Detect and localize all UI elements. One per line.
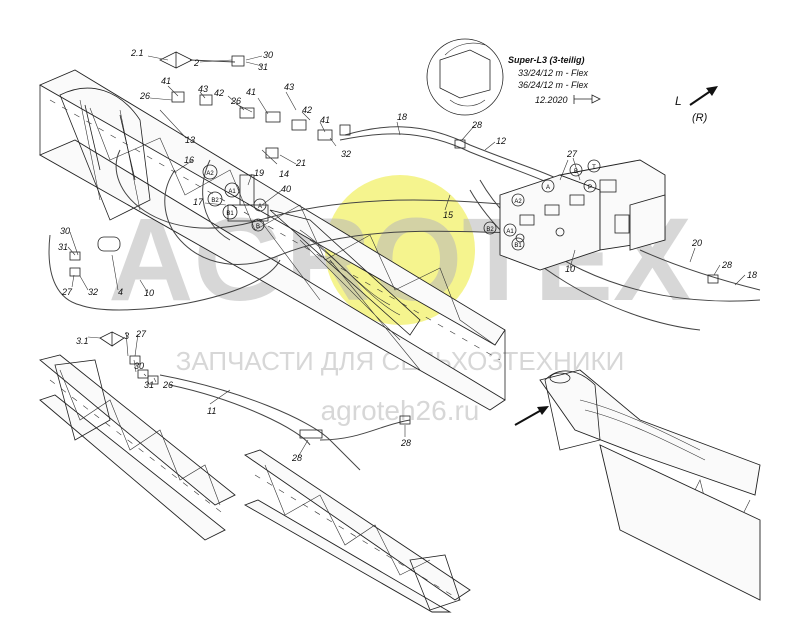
callout-32: 32 bbox=[88, 287, 98, 297]
callout-2: 2 bbox=[193, 58, 199, 68]
valve-port-b2: B2 bbox=[486, 227, 494, 233]
callout-14: 14 bbox=[279, 169, 289, 179]
callout-26: 26 bbox=[162, 380, 173, 390]
leader-lines bbox=[67, 55, 746, 458]
callout-42: 42 bbox=[214, 88, 224, 98]
callout-40: 40 bbox=[281, 184, 291, 194]
callout-20: 20 bbox=[691, 238, 702, 248]
callout-4: 4 bbox=[118, 287, 123, 297]
callout-12: 12 bbox=[496, 136, 506, 146]
watermark-sun bbox=[325, 175, 475, 325]
callout-27: 27 bbox=[135, 329, 147, 339]
valve-block bbox=[499, 159, 666, 271]
port-markers: A2 B2 A1 B1 B A A B T P A2 B2 A1 B1 bbox=[202, 159, 601, 251]
callout-41: 41 bbox=[246, 87, 256, 97]
callout-31: 31 bbox=[58, 242, 68, 252]
callout-43: 43 bbox=[284, 82, 294, 92]
date-arrow-icon bbox=[573, 94, 601, 104]
direction-indicator: L (R) bbox=[514, 86, 718, 426]
valve-port-b: B bbox=[574, 169, 578, 175]
port-b1: B1 bbox=[226, 211, 234, 217]
callout-41: 41 bbox=[320, 115, 330, 125]
valve-port-t: T bbox=[592, 165, 596, 171]
callout-28: 28 bbox=[400, 438, 411, 448]
callout-15: 15 bbox=[443, 210, 454, 220]
detail-circle bbox=[426, 38, 504, 116]
callout-16: 16 bbox=[184, 155, 194, 165]
valve-port-b1: B1 bbox=[514, 243, 522, 249]
callout-32: 32 bbox=[341, 149, 351, 159]
info-date: 12.2020 bbox=[535, 95, 568, 105]
callout-17: 17 bbox=[193, 197, 204, 207]
port-a1: A1 bbox=[228, 189, 236, 195]
callout-3: 3 bbox=[124, 331, 129, 341]
callout-43: 43 bbox=[198, 84, 208, 94]
callout-10: 10 bbox=[565, 264, 575, 274]
callout-numbers: 2.1 2 30 31 41 43 26 42 26 41 43 42 41 3… bbox=[58, 48, 757, 463]
fittings bbox=[69, 51, 719, 439]
callout-31: 31 bbox=[258, 62, 268, 72]
port-b2: B2 bbox=[211, 198, 219, 204]
hinge-section-frame bbox=[539, 369, 761, 601]
callout-26: 26 bbox=[139, 91, 150, 101]
info-inset: Super-L3 (3-teilig) 33/24/12 m - Flex 36… bbox=[426, 38, 601, 116]
callout-30: 30 bbox=[263, 50, 273, 60]
callout-27: 27 bbox=[61, 287, 73, 297]
callout-18: 18 bbox=[747, 270, 757, 280]
callout-18: 18 bbox=[397, 112, 407, 122]
callout-19: 19 bbox=[254, 168, 264, 178]
callout-28: 28 bbox=[471, 120, 482, 130]
info-line-2: 36/24/12 m - Flex bbox=[518, 80, 589, 90]
callout-10: 10 bbox=[144, 288, 154, 298]
callout-3-1: 3.1 bbox=[76, 336, 89, 346]
valve-port-a1: A1 bbox=[506, 229, 514, 235]
callout-30: 30 bbox=[60, 226, 70, 236]
main-boom-frame bbox=[38, 69, 506, 411]
callout-26: 26 bbox=[230, 96, 241, 106]
callout-27: 27 bbox=[566, 149, 578, 159]
port-b: B bbox=[256, 224, 260, 230]
valve-port-a2: A2 bbox=[514, 199, 522, 205]
left-label: L bbox=[675, 94, 682, 108]
lower-boom-frame bbox=[39, 354, 236, 541]
callout-13: 13 bbox=[185, 135, 195, 145]
info-line-1: 33/24/12 m - Flex bbox=[518, 68, 589, 78]
callout-11: 11 bbox=[207, 406, 216, 416]
callout-30: 30 bbox=[134, 361, 144, 371]
callout-21: 21 bbox=[295, 158, 306, 168]
callout-42: 42 bbox=[302, 105, 312, 115]
port-a: A bbox=[258, 204, 262, 210]
callout-41: 41 bbox=[161, 76, 171, 86]
outer-boom-frame bbox=[243, 449, 471, 613]
port-a2: A2 bbox=[206, 171, 214, 177]
valve-port-a: A bbox=[546, 185, 550, 191]
valve-port-p: P bbox=[588, 185, 592, 191]
info-title: Super-L3 (3-teilig) bbox=[508, 55, 585, 65]
callout-2-1: 2.1 bbox=[130, 48, 144, 58]
right-label: (R) bbox=[692, 112, 708, 124]
callout-31: 31 bbox=[144, 380, 154, 390]
callout-28: 28 bbox=[291, 453, 302, 463]
hydraulic-hoses bbox=[48, 59, 761, 471]
callout-28: 28 bbox=[721, 260, 732, 270]
